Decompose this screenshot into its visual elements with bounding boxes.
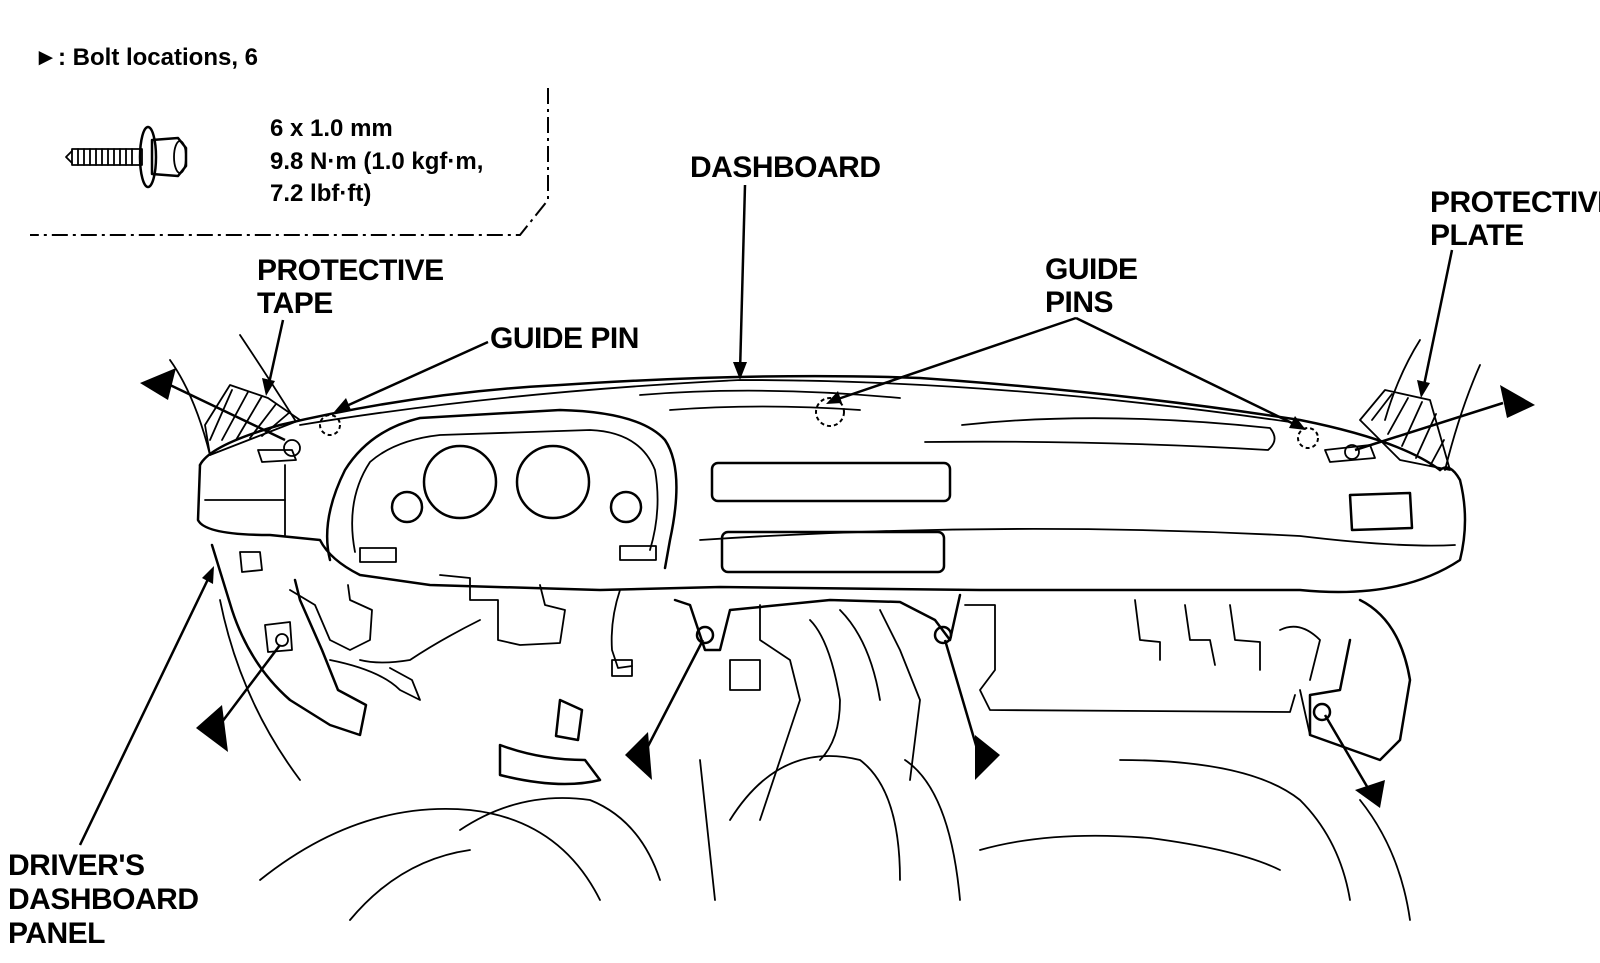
bolt-markers xyxy=(140,368,1535,808)
gauges xyxy=(390,444,643,524)
label-protective-plate-line2: PLATE xyxy=(1430,219,1524,252)
legend: ► : Bolt locations, 6 xyxy=(34,44,258,71)
triangle-marker-icon xyxy=(1323,714,1385,808)
label-protective-tape-line1: PROTECTIVE xyxy=(257,254,444,287)
triangle-marker-icon xyxy=(140,368,286,442)
guide-pin-center xyxy=(815,397,845,427)
triangle-marker-icon xyxy=(625,639,705,780)
dashboard-drawing xyxy=(169,334,1481,921)
under-dash-left xyxy=(289,574,633,786)
label-protective-plate-line1: PROTECTIVE xyxy=(1430,186,1600,219)
bolt-spec-torque-imperial: 7.2 lbf·ft) xyxy=(270,180,371,207)
bolt-spec-size: 6 x 1.0 mm xyxy=(270,115,393,142)
center-bracket xyxy=(673,593,962,821)
label-drivers-panel-line2: DASHBOARD xyxy=(8,883,199,916)
under-dash-right xyxy=(964,598,1412,762)
drivers-dashboard-panel xyxy=(210,543,368,737)
bolt-icon xyxy=(65,125,188,189)
label-guide-pin: GUIDE PIN xyxy=(490,322,639,355)
legend-symbol: ► xyxy=(34,44,58,71)
guide-pin-left xyxy=(319,414,341,436)
triangle-marker-icon xyxy=(196,644,281,752)
label-dashboard: DASHBOARD xyxy=(690,151,881,184)
label-guide-pins-line2: PINS xyxy=(1045,286,1113,319)
center-vent-lower xyxy=(720,530,946,574)
label-guide-pins-line1: GUIDE xyxy=(1045,253,1138,286)
protective-plate-right xyxy=(1359,339,1481,471)
label-protective-tape-line2: TAPE xyxy=(257,287,333,320)
triangle-marker-icon xyxy=(1354,385,1535,452)
triangle-marker-icon xyxy=(943,639,1000,780)
bolt-spec-torque: 9.8 N·m (1.0 kgf·m, xyxy=(270,148,483,175)
center-vent-upper xyxy=(710,461,952,503)
label-drivers-panel-line3: PANEL xyxy=(8,917,105,950)
leader-lines xyxy=(78,184,1454,846)
floor-outlines xyxy=(219,599,1411,921)
legend-text: : Bolt locations, 6 xyxy=(58,44,258,71)
guide-pin-right xyxy=(1297,427,1319,449)
label-drivers-panel-line1: DRIVER'S xyxy=(8,849,145,882)
bolt-spec-box: 6 x 1.0 mm 9.8 N·m (1.0 kgf·m, 7.2 lbf·f… xyxy=(30,88,549,236)
